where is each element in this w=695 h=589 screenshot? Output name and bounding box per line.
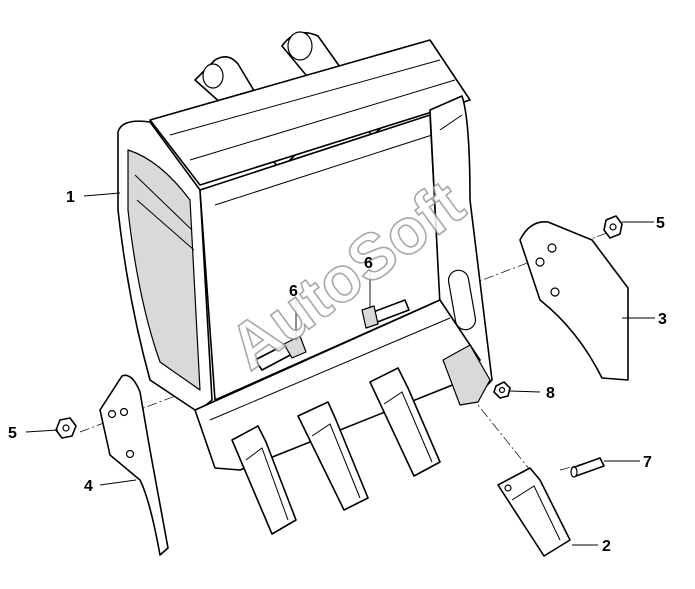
- callout-5-right: 5: [656, 215, 665, 232]
- bucket-teeth: [231, 367, 441, 535]
- callout-4: 4: [84, 478, 93, 495]
- callout-6-right: 6: [364, 255, 373, 272]
- side-cutter-right: [519, 221, 629, 381]
- loose-tooth: [497, 467, 571, 557]
- callout-7: 7: [643, 454, 652, 471]
- side-cutter-left: [99, 374, 169, 556]
- callout-8: 8: [546, 385, 555, 402]
- tooth-pin: [570, 457, 605, 478]
- bolts: [254, 299, 410, 371]
- callout-3: 3: [658, 311, 667, 328]
- nuts: [55, 215, 623, 439]
- callout-6-left: 6: [289, 283, 298, 300]
- callout-1: 1: [66, 189, 75, 206]
- callout-2: 2: [602, 538, 611, 555]
- callouts: 1 2 3 4 5 5 6 6 7 8: [8, 189, 667, 555]
- callout-5-left: 5: [8, 425, 17, 442]
- leader-lines: [25, 192, 655, 546]
- bucket-body: [117, 31, 493, 471]
